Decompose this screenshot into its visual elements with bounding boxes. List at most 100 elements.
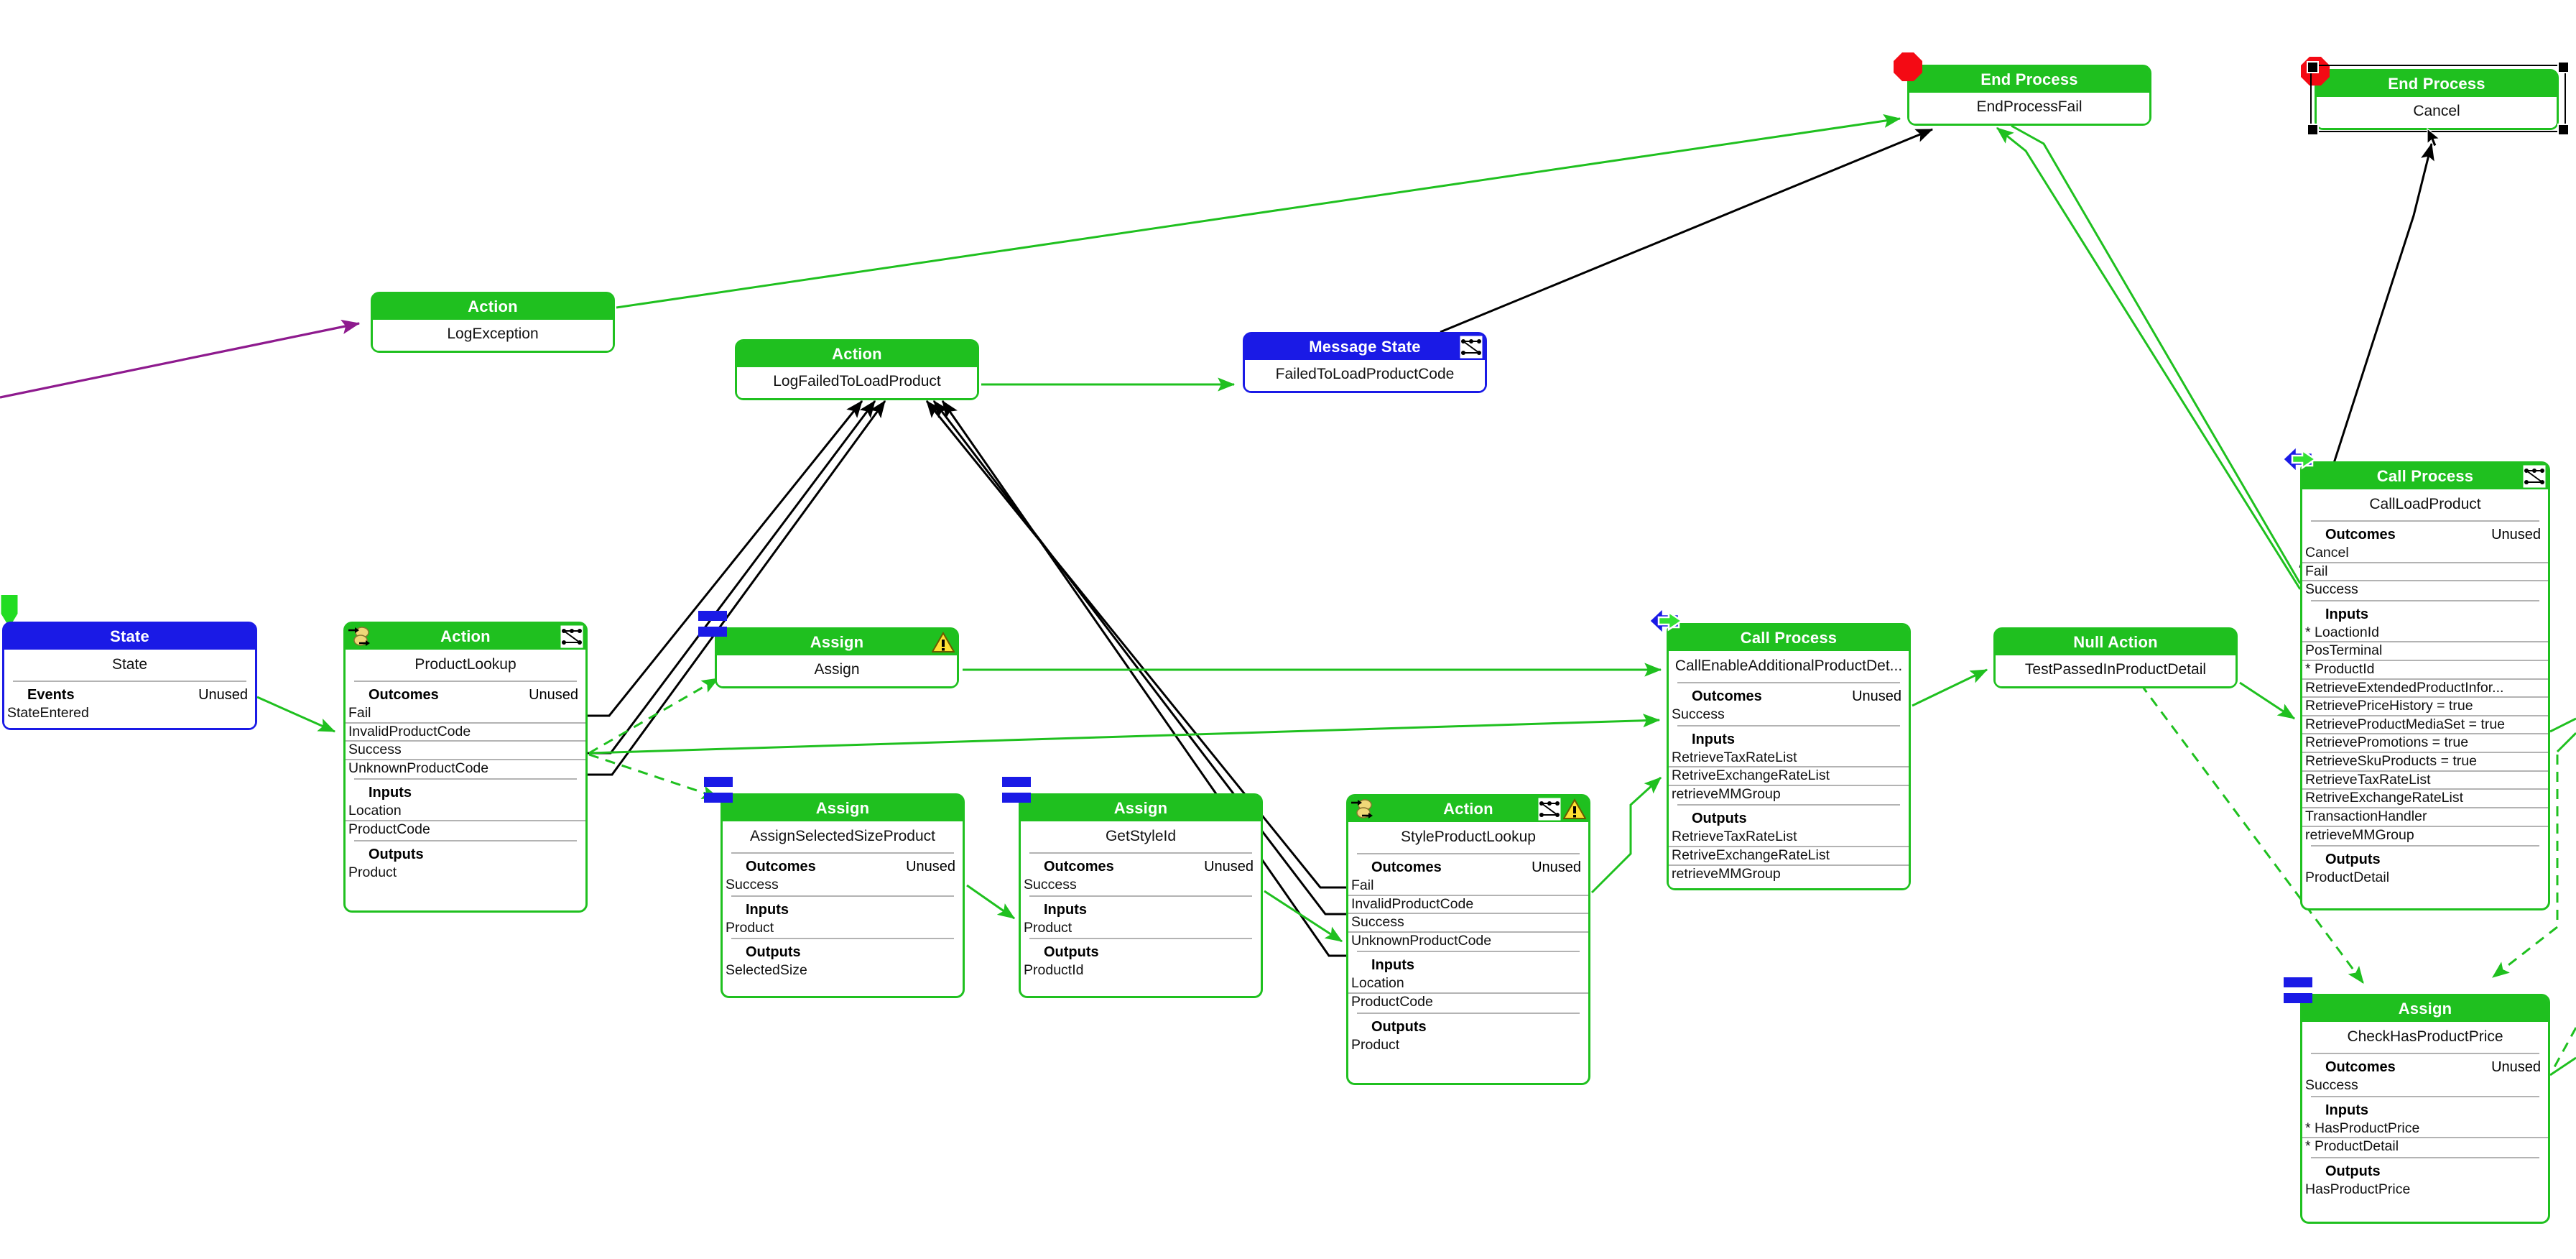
row-item[interactable]: * HasProductPrice (2302, 1120, 2548, 1139)
section-rows: Success (1669, 706, 1909, 724)
row-item[interactable]: SelectedSize (726, 962, 807, 979)
section-label: Outputs (1692, 811, 1747, 827)
row-item[interactable]: RetriveExchangeRateList (2302, 790, 2548, 808)
node-title: FailedToLoadProductCode (1275, 366, 1455, 382)
row-item[interactable]: retrieveMMGroup (2305, 826, 2414, 843)
node-kind-label: Action (468, 298, 518, 315)
row-item[interactable]: * ProductId (2302, 661, 2548, 680)
node-title: AssignSelectedSizeProduct (750, 828, 935, 844)
node-header-logexception: Action (373, 294, 613, 320)
row-item[interactable]: Success (1024, 877, 1077, 893)
row-item[interactable]: Fail (2302, 563, 2548, 582)
section-label: Outputs (1044, 944, 1099, 961)
row-item[interactable]: RetrieveTaxRateList (1669, 829, 1909, 848)
row-item[interactable]: ProductDetail (2305, 870, 2390, 886)
row-item[interactable]: RetriveExchangeRateList (1669, 847, 1909, 866)
section-divider (1357, 853, 1580, 854)
row-item[interactable]: Product (348, 864, 397, 880)
row-item[interactable]: RetrieveTaxRateList (2302, 772, 2548, 790)
row-item[interactable]: PosTerminal (2302, 642, 2548, 662)
row-item[interactable]: * LoactionId (2302, 624, 2548, 643)
row-item[interactable]: InvalidProductCode (1348, 896, 1588, 915)
row-item[interactable]: RetrievePromotions = true (2302, 734, 2548, 754)
row-item[interactable]: retrieveMMGroup (1672, 865, 1781, 882)
node-kind-label: Action (440, 627, 491, 645)
node-header-endprocessfail: End Process (1909, 67, 2149, 93)
node-kind-label: Call Process (1740, 629, 1838, 647)
row-item[interactable]: ProductCode (348, 821, 430, 838)
resize-handle-br[interactable] (2557, 124, 2570, 136)
row-item[interactable]: StateEntered (7, 705, 89, 721)
section-rows: ProductDetail (2302, 870, 2548, 887)
row-item[interactable]: Fail (1348, 877, 1588, 896)
row-item[interactable]: Success (2305, 1077, 2358, 1093)
node-title: CheckHasProductPrice (2347, 1028, 2503, 1045)
section-label: Events (27, 687, 75, 703)
section-header-inputs: Inputs (346, 784, 585, 803)
row-item[interactable]: RetrieveSkuProducts = true (2302, 753, 2548, 772)
node-body-endprocessfail: EndProcessFail (1909, 93, 2149, 124)
row-item[interactable]: RetrievePriceHistory = true (2302, 698, 2548, 716)
row-item[interactable]: ProductId (1024, 962, 1084, 979)
section-header-outputs: Outputs (346, 846, 585, 864)
node-kind-label: Call Process (2376, 467, 2474, 485)
section-label: Outputs (2325, 852, 2381, 868)
section-rows: * HasProductPrice* ProductDetail (2302, 1120, 2548, 1156)
node-kind-label: Assign (2398, 1000, 2452, 1018)
row-item[interactable]: Success (1672, 706, 1725, 722)
row-item[interactable]: Product (726, 919, 774, 936)
section-divider (1677, 682, 1900, 683)
row-item[interactable]: Cancel (2302, 545, 2548, 563)
row-item[interactable]: RetrieveTaxRateList (1669, 750, 1909, 768)
row-item[interactable]: Product (1351, 1036, 1400, 1053)
row-item[interactable]: Success (346, 742, 585, 760)
bypass-icon (348, 627, 370, 646)
section-header-outputs: Outputs (1348, 1018, 1588, 1037)
row-item[interactable]: Success (726, 877, 779, 893)
section-right-label: Unused (906, 859, 955, 875)
row-item[interactable]: ProductCode (1351, 994, 1433, 1010)
section-label: Inputs (746, 901, 789, 918)
graph-icon (1460, 336, 1483, 359)
row-item[interactable]: HasProductPrice (2305, 1181, 2411, 1197)
row-item[interactable]: Location (346, 803, 585, 822)
row-item[interactable]: UnknownProductCode (348, 760, 489, 776)
row-item[interactable]: retrieveMMGroup (1672, 785, 1781, 802)
row-item[interactable]: UnknownProductCode (1351, 932, 1492, 949)
row-item[interactable]: Success (2305, 581, 2358, 598)
row-item[interactable]: Product (1024, 919, 1072, 936)
row-item[interactable]: TransactionHandler (2302, 808, 2548, 827)
row-item[interactable]: Location (1348, 975, 1588, 995)
row-item[interactable]: Success (1348, 914, 1588, 933)
edge-messagestate-to-endprocessfail (1440, 128, 1934, 333)
row-item[interactable]: InvalidProductCode (346, 724, 585, 742)
row-item[interactable]: RetrieveProductMediaSet = true (2302, 716, 2548, 735)
row-item[interactable]: * ProductDetail (2305, 1138, 2399, 1155)
node-body-messagestate: FailedToLoadProductCode (1245, 360, 1485, 391)
resize-handle-tr[interactable] (2557, 61, 2570, 73)
row-item[interactable]: RetrieveExtendedProductInfor... (2302, 680, 2548, 698)
row-item[interactable]: Fail (346, 705, 585, 724)
row-item[interactable]: RetriveExchangeRateList (1669, 767, 1909, 786)
